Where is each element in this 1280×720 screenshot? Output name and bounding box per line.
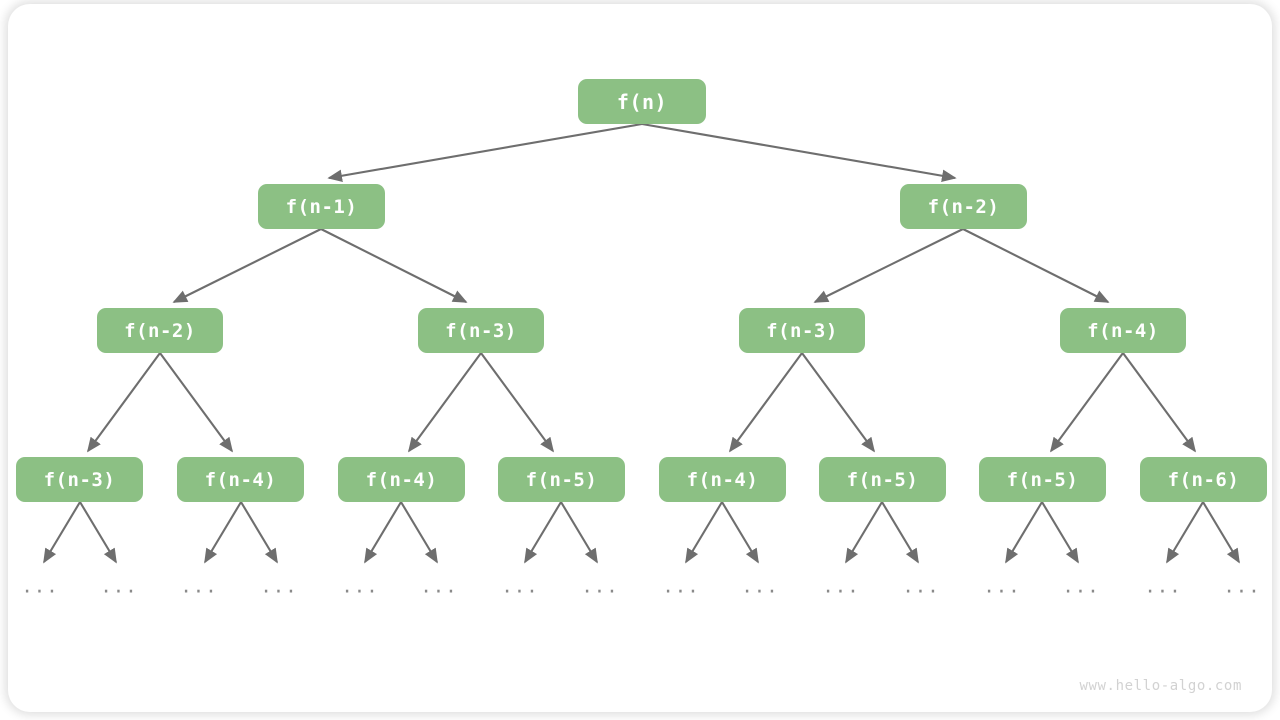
ellipsis-d14: ... — [1144, 575, 1182, 598]
ellipsis-d8: ... — [662, 575, 700, 598]
tree-node-label: f(n-2) — [927, 195, 1000, 218]
tree-node-label: f(n-3) — [766, 319, 838, 342]
tree-node-n8[interactable]: f(n-4) — [177, 457, 304, 502]
tree-node-label: f(n-5) — [846, 468, 919, 491]
tree-node-n7[interactable]: f(n-3) — [16, 457, 143, 502]
ellipsis-d3: ... — [260, 575, 298, 598]
ellipsis-d1: ... — [100, 575, 138, 598]
tree-node-n14[interactable]: f(n-6) — [1140, 457, 1267, 502]
watermark: www.hello-algo.com — [1079, 678, 1242, 694]
tree-node-label: f(n) — [616, 89, 668, 114]
tree-node-label: f(n-4) — [1087, 319, 1159, 342]
tree-node-n12[interactable]: f(n-5) — [819, 457, 946, 502]
ellipsis-d11: ... — [902, 575, 940, 598]
ellipsis-d4: ... — [341, 575, 379, 598]
tree-node-n5[interactable]: f(n-3) — [739, 308, 865, 353]
ellipsis-d10: ... — [822, 575, 860, 598]
tree-node-n9[interactable]: f(n-4) — [338, 457, 465, 502]
ellipsis-d0: ... — [21, 575, 59, 598]
ellipsis-d6: ... — [501, 575, 539, 598]
ellipsis-d15: ... — [1223, 575, 1261, 598]
tree-node-n13[interactable]: f(n-5) — [979, 457, 1106, 502]
tree-node-label: f(n-4) — [365, 468, 438, 491]
ellipsis-d9: ... — [741, 575, 779, 598]
tree-node-label: f(n-6) — [1167, 468, 1240, 491]
tree-node-n2[interactable]: f(n-2) — [900, 184, 1027, 229]
tree-node-label: f(n-3) — [445, 319, 517, 342]
tree-node-n4[interactable]: f(n-3) — [418, 308, 544, 353]
tree-node-label: f(n-1) — [285, 195, 358, 218]
tree-node-label: f(n-4) — [204, 468, 277, 491]
tree-node-n0[interactable]: f(n) — [578, 79, 706, 124]
tree-node-label: f(n-5) — [525, 468, 598, 491]
tree-node-n11[interactable]: f(n-4) — [659, 457, 786, 502]
ellipsis-d2: ... — [180, 575, 218, 598]
tree-node-label: f(n-4) — [686, 468, 759, 491]
tree-node-n3[interactable]: f(n-2) — [97, 308, 223, 353]
tree-node-label: f(n-5) — [1006, 468, 1079, 491]
ellipsis-d13: ... — [1062, 575, 1100, 598]
ellipsis-d12: ... — [983, 575, 1021, 598]
ellipsis-d5: ... — [420, 575, 458, 598]
tree-node-label: f(n-3) — [43, 468, 116, 491]
tree-node-n1[interactable]: f(n-1) — [258, 184, 385, 229]
tree-node-n6[interactable]: f(n-4) — [1060, 308, 1186, 353]
ellipsis-d7: ... — [581, 575, 619, 598]
tree-node-label: f(n-2) — [124, 319, 196, 342]
tree-node-n10[interactable]: f(n-5) — [498, 457, 625, 502]
